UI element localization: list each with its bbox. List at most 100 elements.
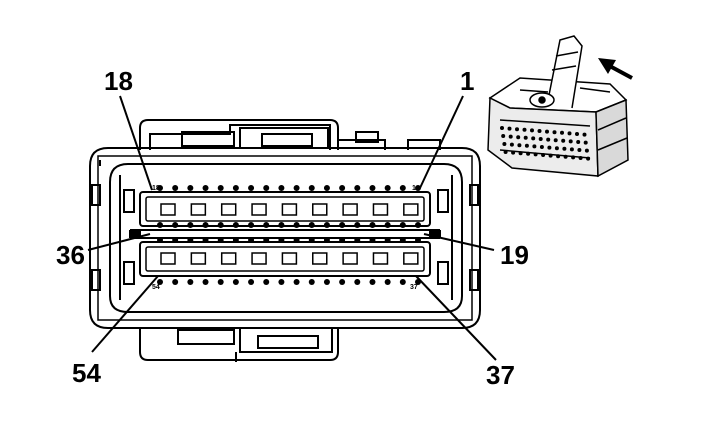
pin-hole-mid-upper — [157, 222, 163, 228]
iso-pin — [548, 153, 553, 158]
pin-hole-bottom — [263, 279, 270, 285]
pin-hole-mid-lower — [248, 237, 255, 243]
iso-pin — [539, 145, 544, 149]
iso-pin — [545, 129, 549, 134]
pin-mark-1: 1 — [412, 185, 416, 192]
pin-hole-top — [399, 185, 406, 191]
cavity-lower — [160, 252, 176, 265]
pin-hole-mid-upper — [354, 222, 361, 228]
iso-pin — [522, 127, 527, 132]
iso-pin — [531, 136, 536, 141]
leader-18 — [119, 95, 153, 191]
cavity-lower — [251, 252, 267, 265]
pin-hole-top — [157, 185, 163, 191]
pin-hole-mid-upper — [384, 222, 391, 228]
pin-hole-mid-lower — [323, 237, 330, 243]
pin-hole-top — [415, 185, 421, 191]
pin-hole-top — [384, 185, 391, 191]
pin-hole-mid-lower — [263, 237, 270, 243]
pin-hole-top — [248, 185, 255, 191]
pin-hole-top — [263, 185, 270, 191]
pin-hole-bottom — [172, 279, 179, 285]
pin-hole-mid-lower — [217, 237, 224, 243]
pin-hole-bottom — [339, 279, 346, 285]
pin-hole-bottom — [157, 279, 163, 285]
connector-iso — [487, 35, 629, 178]
pin-hole-top — [217, 185, 224, 191]
iso-pin — [501, 134, 506, 138]
callout-1: 1 — [460, 66, 475, 96]
pin-hole-bottom — [187, 279, 194, 285]
iso-pin — [582, 132, 587, 137]
pin-hole-mid-lower — [354, 237, 361, 243]
pin-hole-mid-lower — [157, 237, 163, 243]
pin-hole-mid-lower — [308, 237, 315, 243]
pin-hole-mid-upper — [339, 222, 346, 228]
iso-pin — [526, 151, 531, 156]
pin-hole-mid-upper — [293, 222, 300, 228]
iso-pin — [577, 148, 582, 152]
pin-hole-mid-lower — [202, 237, 209, 243]
iso-pin — [511, 150, 516, 155]
pin-hole-bottom — [232, 279, 239, 285]
iso-pin — [502, 142, 507, 146]
iso-pin — [533, 152, 538, 157]
cavity-upper — [342, 203, 358, 216]
pin-hole-bottom — [308, 279, 315, 285]
iso-pin — [586, 156, 591, 161]
pin-array — [157, 185, 421, 285]
pin-hole-mid-lower — [384, 237, 391, 243]
pin-hole-top — [308, 185, 315, 191]
pin-hole-bottom — [384, 279, 391, 285]
iso-pin — [537, 129, 542, 133]
leader-19 — [423, 233, 495, 251]
callout-54: 54 — [72, 358, 101, 388]
pin-hole-mid-upper — [232, 222, 239, 228]
cavity-lower — [342, 252, 358, 265]
pin-hole-mid-lower — [172, 237, 179, 243]
iso-pin — [568, 139, 573, 144]
iso-pin — [556, 154, 561, 159]
iso-pin — [515, 127, 519, 132]
iso-pin — [583, 140, 588, 145]
pin-hole-bottom — [399, 279, 406, 285]
iso-pin-grid — [500, 126, 591, 161]
pin-hole-mid-upper — [278, 222, 285, 228]
pin-hole-mid-lower — [278, 237, 285, 243]
iso-pin — [563, 154, 568, 159]
iso-pin — [554, 146, 559, 151]
pin-hole-bottom — [354, 279, 361, 285]
cavity-upper — [372, 203, 389, 216]
pin-mark-54: 54 — [152, 284, 160, 291]
pin-hole-mid-upper — [263, 222, 270, 228]
iso-pin — [541, 153, 546, 157]
iso-pin — [576, 140, 581, 144]
cavity-upper — [190, 203, 207, 216]
pin-hole-bottom — [293, 279, 300, 285]
pin-hole-mid-upper — [308, 222, 315, 228]
pin-hole-top — [293, 185, 300, 191]
pin-hole-bottom — [248, 279, 255, 285]
cavity-upper — [281, 203, 298, 216]
pin-mark-37: 37 — [410, 284, 418, 291]
pin-hole-mid-lower — [232, 237, 239, 243]
callout-36: 36 — [56, 240, 85, 270]
callout-18: 18 — [104, 66, 133, 96]
pin-mark-18: 18 — [152, 185, 160, 192]
pin-hole-top — [187, 185, 194, 191]
leader-1 — [419, 95, 464, 189]
pin-hole-mid-lower — [339, 237, 346, 243]
iso-pin — [532, 144, 537, 149]
pin-hole-top — [323, 185, 330, 191]
pin-hole-top — [278, 185, 285, 191]
cavity-lower — [372, 252, 389, 265]
pin-hole-top — [339, 185, 346, 191]
pin-hole-top — [232, 185, 239, 191]
callout-37: 37 — [486, 360, 515, 390]
iso-pin — [516, 135, 521, 140]
cavity-upper — [160, 203, 176, 216]
pin-hole-mid-lower — [399, 237, 406, 243]
iso-pin — [552, 130, 557, 135]
iso-pin — [524, 143, 529, 148]
